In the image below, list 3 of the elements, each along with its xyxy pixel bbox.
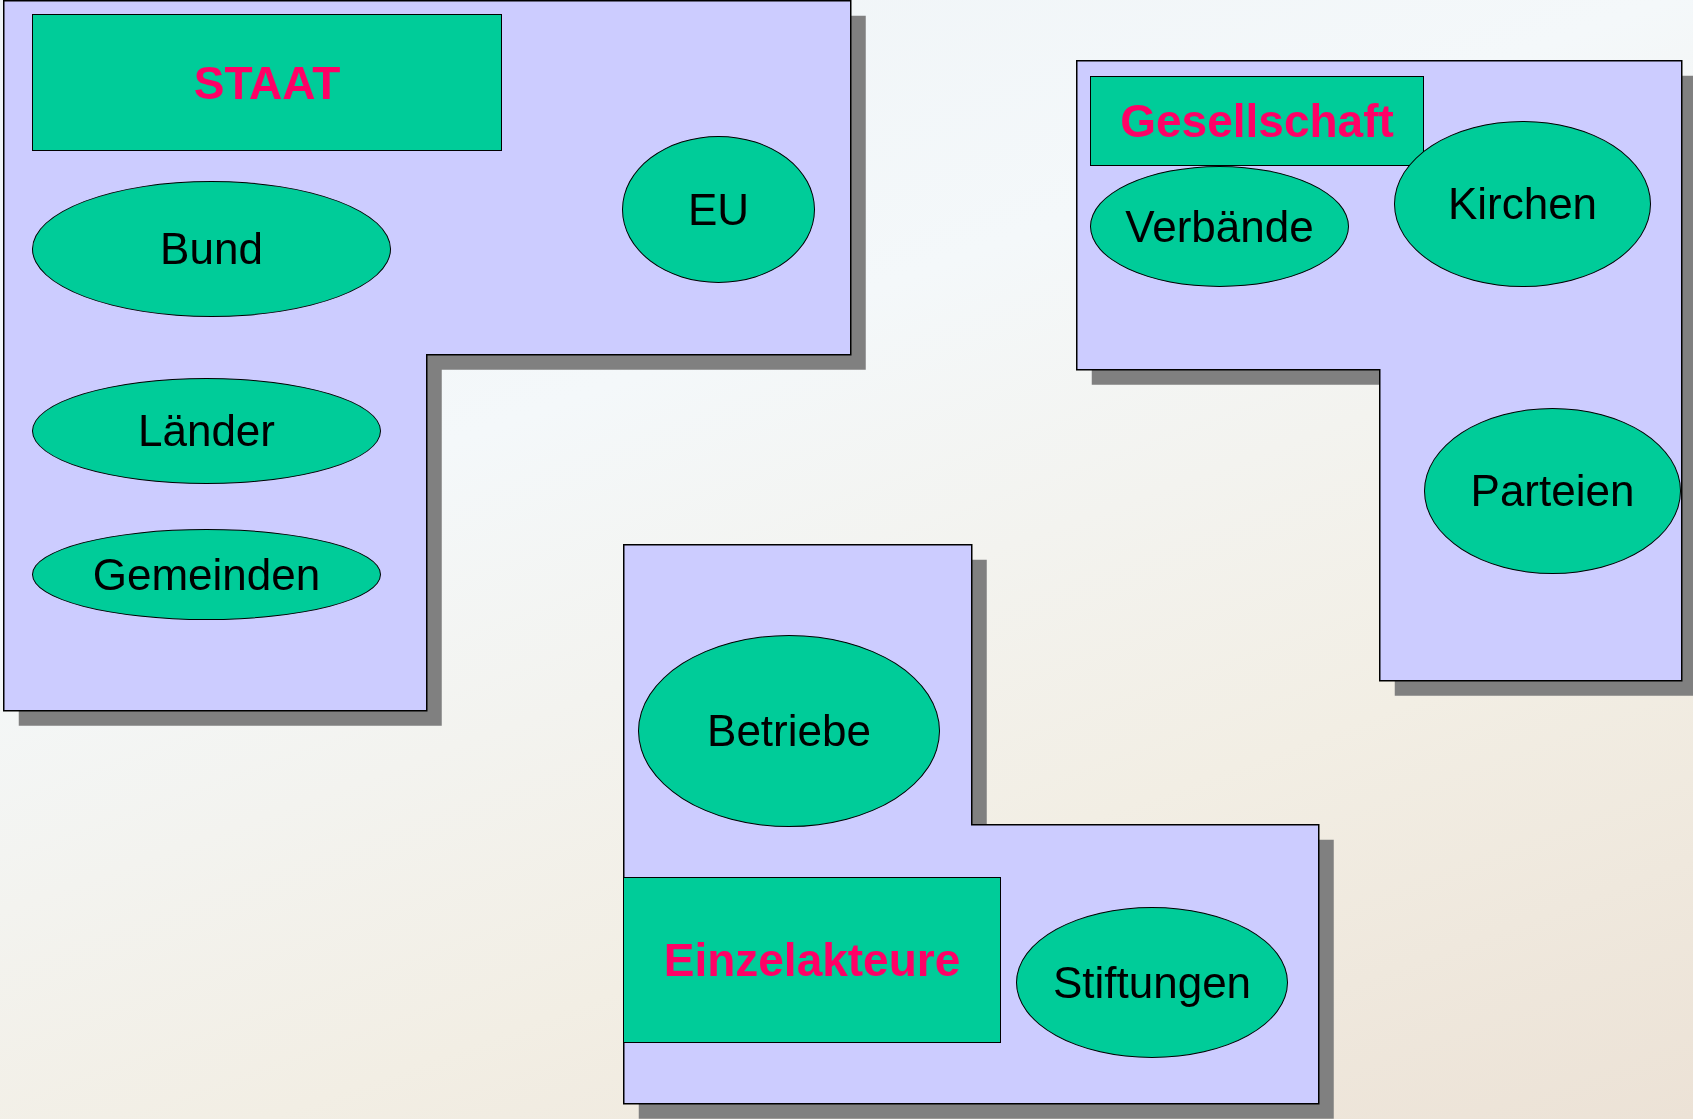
title-box: STAAT <box>32 14 502 151</box>
title-box: Gesellschaft <box>1090 76 1424 166</box>
title-box: Einzelakteure <box>623 877 1001 1043</box>
